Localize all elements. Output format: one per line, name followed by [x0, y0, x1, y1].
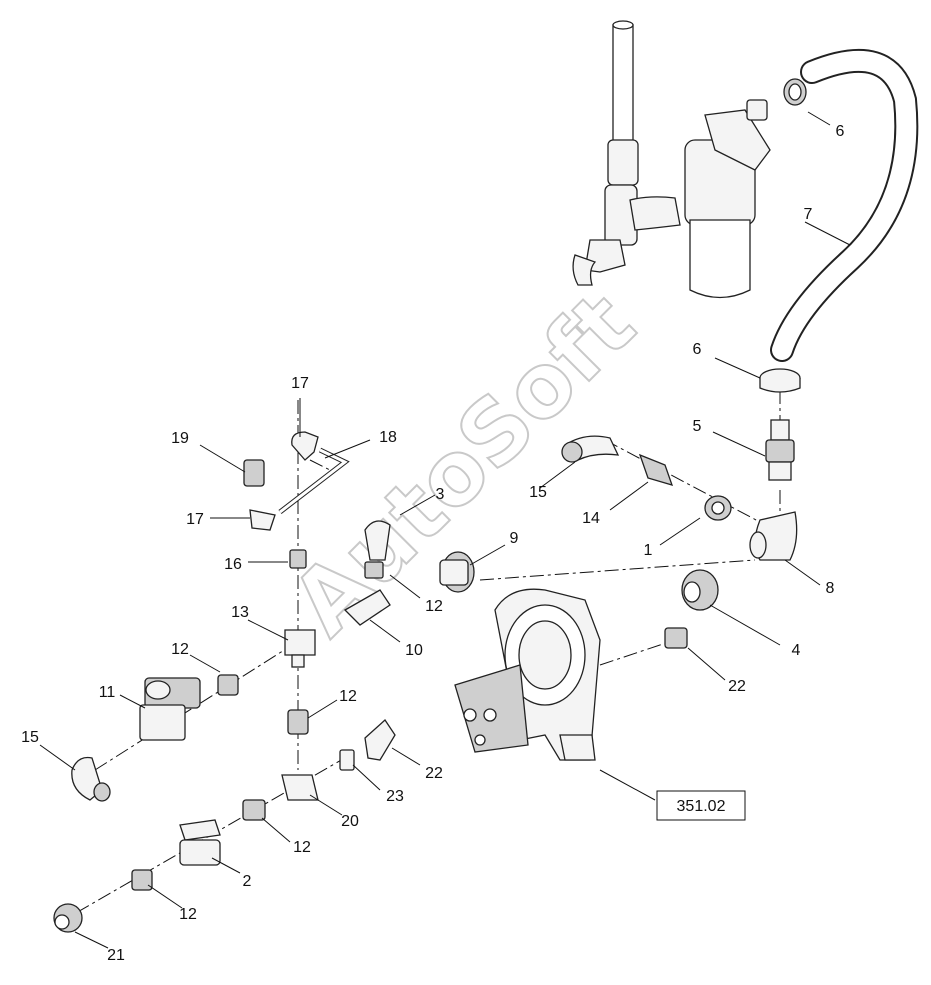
- callout-12: 12: [293, 839, 311, 856]
- left-fittings: [53, 431, 396, 933]
- reference-box-label: 351.02: [677, 798, 726, 815]
- watermark: AutoSoft: [272, 273, 654, 655]
- callout-17: 17: [186, 511, 204, 528]
- filter-assembly: [572, 20, 807, 299]
- callout-23: 23: [386, 788, 404, 805]
- reference-box[interactable]: [656, 790, 746, 821]
- callouts: 6 7 6 5 17 18 19 3 15 14 17 9 1 8 16 12 …: [21, 123, 844, 964]
- callout-3: 3: [436, 486, 445, 503]
- callout-12: 12: [425, 598, 443, 615]
- callout-9: 9: [510, 530, 519, 547]
- callout-5: 5: [693, 418, 702, 435]
- callout-17: 17: [291, 375, 309, 392]
- callout-12: 12: [171, 641, 189, 658]
- callout-6: 6: [693, 341, 702, 358]
- callout-22: 22: [425, 765, 443, 782]
- callout-16: 16: [224, 556, 242, 573]
- callout-14: 14: [582, 510, 600, 527]
- callout-18: 18: [379, 429, 397, 446]
- callout-7: 7: [804, 206, 813, 223]
- callout-4: 4: [792, 642, 801, 659]
- callout-15: 15: [529, 484, 547, 501]
- callout-22: 22: [728, 678, 746, 695]
- callout-20: 20: [341, 813, 359, 830]
- callout-15: 15: [21, 729, 39, 746]
- callout-8: 8: [826, 580, 835, 597]
- callout-2: 2: [243, 873, 252, 890]
- callout-21: 21: [107, 947, 125, 964]
- callout-13: 13: [231, 604, 249, 621]
- callout-11: 11: [99, 684, 116, 701]
- pump: [439, 551, 601, 761]
- callout-12: 12: [179, 906, 197, 923]
- callout-10: 10: [405, 642, 423, 659]
- callout-12: 12: [339, 688, 357, 705]
- callout-19: 19: [171, 430, 189, 447]
- leader-lines: [39, 111, 851, 949]
- right-fittings: [561, 368, 801, 649]
- callout-1: 1: [644, 542, 653, 559]
- callout-6: 6: [836, 123, 845, 140]
